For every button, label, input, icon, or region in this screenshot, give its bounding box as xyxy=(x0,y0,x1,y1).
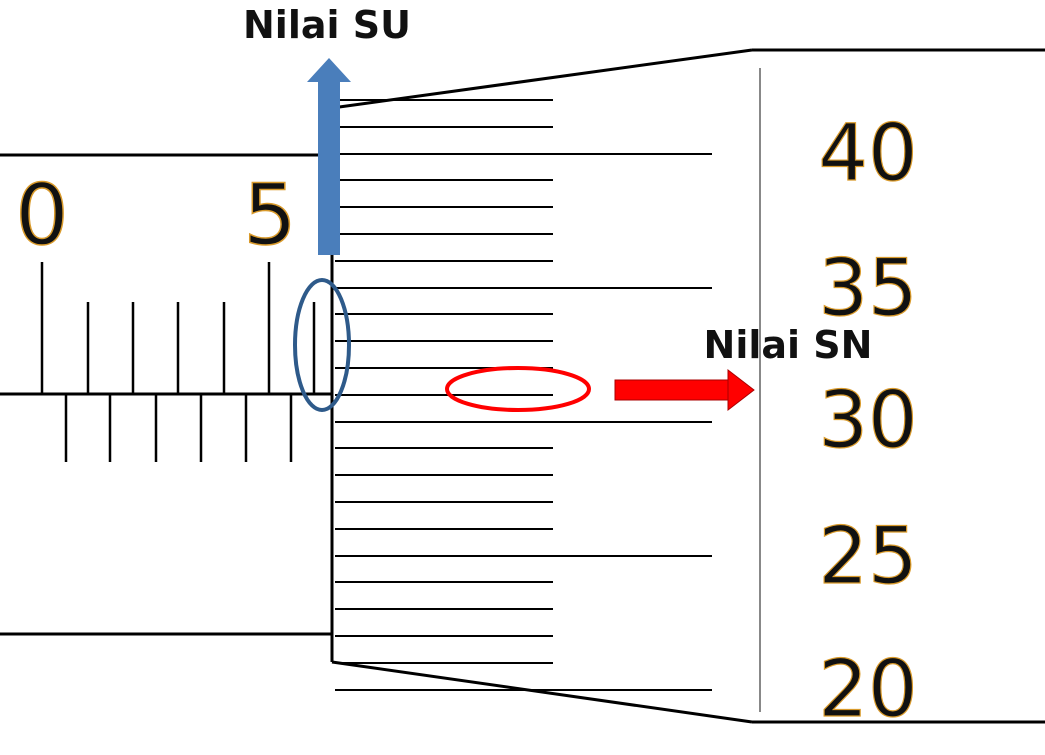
sn-indicator xyxy=(445,366,755,412)
thimble-number-30: 30 xyxy=(818,376,917,466)
thimble-number-40: 40 xyxy=(818,109,917,199)
su-indicator xyxy=(293,58,351,412)
sleeve-ticks xyxy=(40,262,316,462)
thimble-top-taper xyxy=(331,48,753,110)
sleeve-number-0: 0 xyxy=(15,166,68,264)
sn-arrow-head xyxy=(727,368,755,412)
sleeve-number-5: 5 xyxy=(243,166,296,264)
sn-arrow-shaft xyxy=(614,379,731,401)
su-arrow-head xyxy=(307,58,351,82)
thimble-ticks xyxy=(335,99,712,691)
sn-ellipse xyxy=(445,366,591,412)
su-ellipse xyxy=(293,278,351,412)
su-arrow-shaft xyxy=(318,80,340,255)
thimble-number-35: 35 xyxy=(818,244,917,334)
sn-label: Nilai SN xyxy=(704,323,873,367)
su-label: Nilai SU xyxy=(243,3,411,47)
thimble-number-25: 25 xyxy=(818,512,917,602)
thimble-bottom-taper xyxy=(331,660,753,724)
thimble-number-20: 20 xyxy=(818,645,917,735)
sleeve xyxy=(0,153,332,636)
